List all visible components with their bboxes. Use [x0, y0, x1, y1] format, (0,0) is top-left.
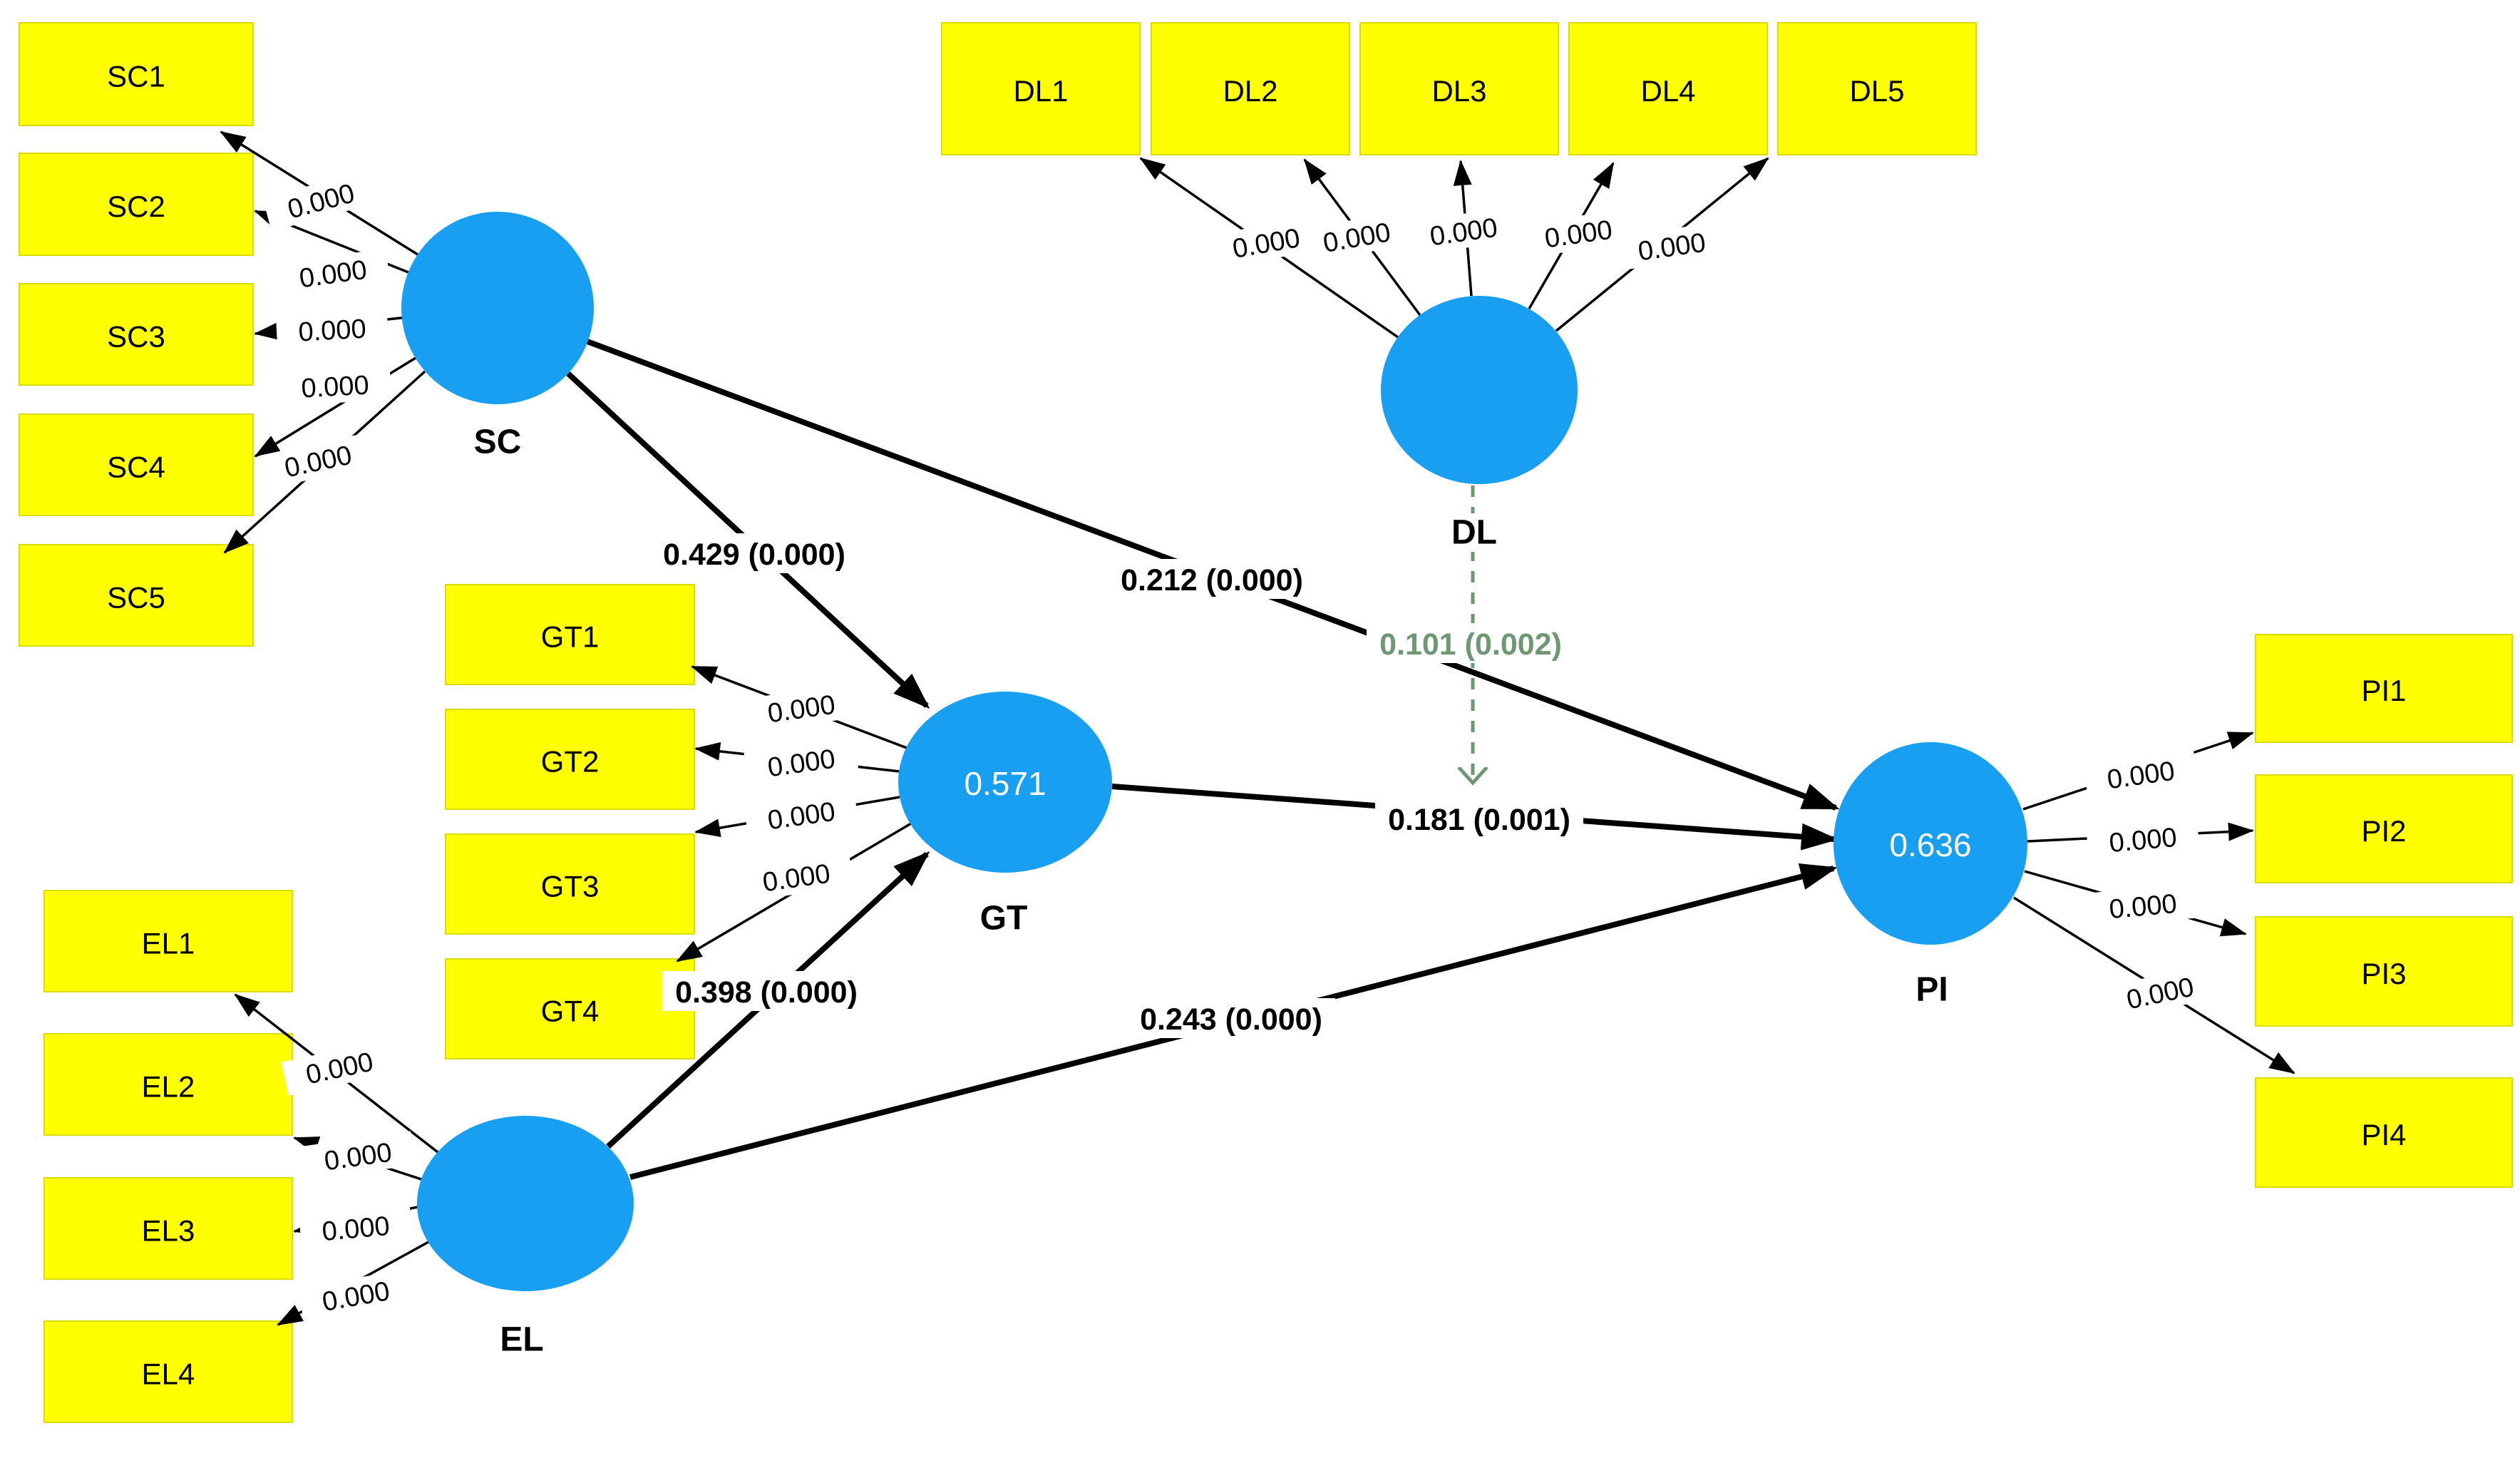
- indicator-label-PI1: PI1: [2361, 674, 2406, 707]
- loading-label-EL3: 0.000: [299, 1206, 413, 1250]
- indicator-label-EL1: EL1: [142, 927, 195, 960]
- indicator-label-SC2: SC2: [107, 190, 165, 223]
- path-coefficient-EL-PI: 0.243 (0.000): [1140, 1002, 1322, 1037]
- path-label-SC-PI: 0.212 (0.000): [1108, 559, 1316, 599]
- indicator-label-SC1: SC1: [107, 60, 165, 93]
- indicator-DL1: [941, 22, 1141, 155]
- path-label-SC-GT: 0.429 (0.000): [650, 533, 858, 573]
- path-coefficient-GT-PI: 0.181 (0.001): [1388, 803, 1570, 837]
- construct-GT: [898, 692, 1112, 873]
- path-coefficient-SC-PI: 0.212 (0.000): [1121, 563, 1303, 597]
- path-label-EL-PI: 0.243 (0.000): [1127, 998, 1335, 1038]
- indicator-SC2: [19, 153, 254, 256]
- indicator-label-GT1: GT1: [541, 620, 600, 654]
- indicator-DL2: [1151, 22, 1350, 155]
- loading-label-PI1: 0.000: [2083, 749, 2198, 799]
- construct-label-PI: PI: [1915, 971, 1948, 1009]
- loading-label-SC1: 0.000: [262, 169, 379, 232]
- indicator-DL4: [1568, 22, 1768, 155]
- indicator-PI2: [2255, 774, 2513, 883]
- indicator-PI3: [2255, 916, 2513, 1027]
- loading-label-SC2: 0.000: [275, 248, 391, 298]
- indicator-label-PI3: PI3: [2361, 957, 2406, 990]
- indicator-PI1: [2255, 634, 2513, 743]
- loading-label-PI4: 0.000: [2102, 964, 2218, 1021]
- construct-label-SC: SC: [474, 424, 522, 461]
- loading-value-PI3: 0.000: [2108, 889, 2178, 925]
- loading-label-DL3: 0.000: [1406, 206, 1521, 256]
- indicator-label-DL2: DL2: [1223, 74, 1277, 108]
- loading-value-EL1: 0.000: [304, 1047, 376, 1091]
- indicator-label-GT4: GT4: [541, 995, 600, 1028]
- construct-PI: [1834, 742, 2027, 945]
- indicator-GT4: [445, 958, 695, 1059]
- indicator-label-PI2: PI2: [2361, 814, 2406, 848]
- construct-EL: [417, 1116, 634, 1291]
- path-label-GT-PI: 0.181 (0.001): [1375, 799, 1583, 838]
- indicator-label-DL1: DL1: [1013, 74, 1068, 108]
- indicator-PI4: [2255, 1077, 2513, 1188]
- indicator-SC1: [19, 22, 254, 126]
- loading-label-SC4: 0.000: [278, 365, 392, 406]
- loading-label-SC5: 0.000: [259, 432, 376, 489]
- loading-value-DL2: 0.000: [1321, 217, 1393, 259]
- construct-DL: [1381, 296, 1578, 484]
- indicator-SC3: [19, 283, 254, 386]
- loading-label-DL1: 0.000: [1208, 215, 1324, 270]
- indicator-EL3: [43, 1177, 293, 1280]
- path-label-DL-PI: 0.101 (0.002): [1367, 623, 1575, 663]
- loading-label-GT3: 0.000: [744, 790, 859, 840]
- loading-value-EL4: 0.000: [320, 1276, 392, 1318]
- indicator-label-EL2: EL2: [142, 1070, 195, 1104]
- indicator-label-DL3: DL3: [1431, 74, 1486, 108]
- construct-label-DL: DL: [1451, 514, 1497, 552]
- indicator-EL4: [43, 1320, 293, 1423]
- loading-value-PI2: 0.000: [2108, 823, 2178, 858]
- indicator-DL3: [1359, 22, 1559, 155]
- construct-SC: [401, 212, 594, 404]
- indicator-DL5: [1777, 22, 1977, 155]
- loading-label-SC3: 0.000: [275, 309, 389, 350]
- path-coefficient-EL-GT: 0.398 (0.000): [675, 975, 858, 1010]
- indicator-label-DL4: DL4: [1640, 74, 1695, 108]
- indicator-label-EL4: EL4: [142, 1357, 195, 1391]
- loading-label-PI3: 0.000: [2086, 883, 2200, 928]
- construct-label-GT: GT: [980, 900, 1028, 938]
- loading-label-EL1: 0.000: [281, 1039, 398, 1096]
- loading-value-SC4: 0.000: [301, 371, 370, 404]
- loading-value-SC3: 0.000: [298, 314, 367, 348]
- construct-label-EL: EL: [500, 1321, 543, 1359]
- construct-label-bg-DL: [1429, 513, 1520, 552]
- r2-value-PI: 0.636: [1889, 826, 1971, 863]
- loading-label-EL4: 0.000: [298, 1268, 413, 1323]
- loading-label-EL2: 0.000: [300, 1131, 416, 1181]
- indicator-EL2: [43, 1033, 293, 1136]
- indicator-GT1: [445, 584, 695, 685]
- indicator-label-SC4: SC4: [107, 451, 165, 484]
- indicator-label-DL5: DL5: [1849, 74, 1904, 108]
- indicator-label-PI4: PI4: [2361, 1118, 2406, 1151]
- indicator-label-GT3: GT3: [541, 870, 600, 903]
- r2-value-GT: 0.571: [964, 765, 1046, 802]
- loading-value-EL3: 0.000: [321, 1211, 391, 1247]
- indicator-EL1: [43, 890, 293, 992]
- indicator-label-GT2: GT2: [541, 745, 600, 779]
- path-coefficient-SC-GT: 0.429 (0.000): [663, 538, 845, 572]
- indicator-GT2: [445, 709, 695, 810]
- loading-value-SC5: 0.000: [282, 441, 355, 484]
- loading-label-GT4: 0.000: [739, 852, 854, 902]
- path-coefficient-DL-PI: 0.101 (0.002): [1379, 627, 1562, 662]
- indicator-label-EL3: EL3: [142, 1214, 195, 1248]
- indicator-label-SC3: SC3: [107, 320, 165, 354]
- loading-label-GT2: 0.000: [744, 737, 859, 787]
- indicator-label-SC5: SC5: [107, 581, 165, 615]
- indicator-GT3: [445, 833, 695, 935]
- indicator-SC5: [19, 544, 254, 647]
- loading-value-PI4: 0.000: [2124, 972, 2197, 1016]
- loading-label-GT1: 0.000: [744, 683, 859, 733]
- loading-label-PI2: 0.000: [2086, 817, 2200, 861]
- path-label-EL-GT: 0.398 (0.000): [662, 971, 870, 1011]
- indicator-SC4: [19, 414, 254, 516]
